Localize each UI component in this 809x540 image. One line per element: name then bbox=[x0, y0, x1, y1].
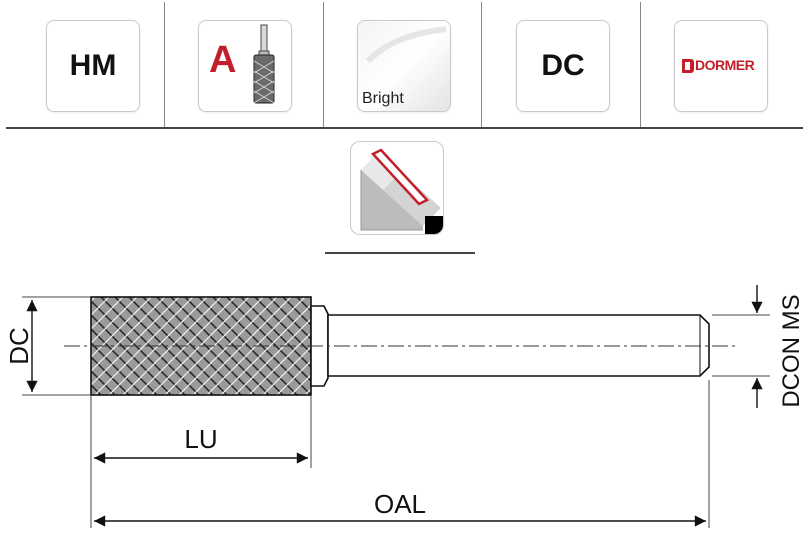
shank-type-letter: A bbox=[209, 39, 237, 81]
profile-tile bbox=[350, 141, 444, 235]
material-label: HM bbox=[69, 49, 117, 82]
column-divider bbox=[481, 2, 482, 128]
column-divider bbox=[640, 2, 641, 128]
brand-cell: DORMER bbox=[634, 0, 792, 128]
dc-dimension-label: DC bbox=[4, 327, 34, 365]
column-divider bbox=[323, 2, 324, 128]
profile-rule bbox=[325, 252, 475, 254]
dcon-dimension-label: DCON MS bbox=[778, 294, 805, 407]
finish-tile: Bright bbox=[357, 20, 451, 112]
dc-tile: DC bbox=[516, 20, 610, 112]
brand-name: DORMER bbox=[695, 57, 755, 73]
header-rule bbox=[6, 127, 803, 129]
material-cell: HM bbox=[6, 0, 164, 128]
brand-tile: DORMER bbox=[674, 20, 768, 112]
lu-dimension-label: LU bbox=[184, 424, 217, 454]
dc-cell: DC bbox=[476, 0, 634, 128]
oal-dimension-label: OAL bbox=[374, 489, 426, 519]
dc-label: DC bbox=[541, 49, 585, 82]
shank-type-tile: A bbox=[198, 20, 292, 112]
material-tile: HM bbox=[46, 20, 140, 112]
symbol-row: HM A bbox=[0, 0, 809, 129]
finish-cell: Bright bbox=[317, 0, 475, 128]
cut-profile-icon bbox=[360, 148, 443, 234]
finish-label: Bright bbox=[362, 90, 404, 107]
dormer-logo-icon: DORMER bbox=[681, 57, 761, 75]
shank-type-cell: A bbox=[158, 0, 316, 128]
column-divider bbox=[164, 2, 165, 128]
bright-finish-icon bbox=[358, 21, 450, 111]
burr-shank-icon bbox=[253, 24, 275, 104]
